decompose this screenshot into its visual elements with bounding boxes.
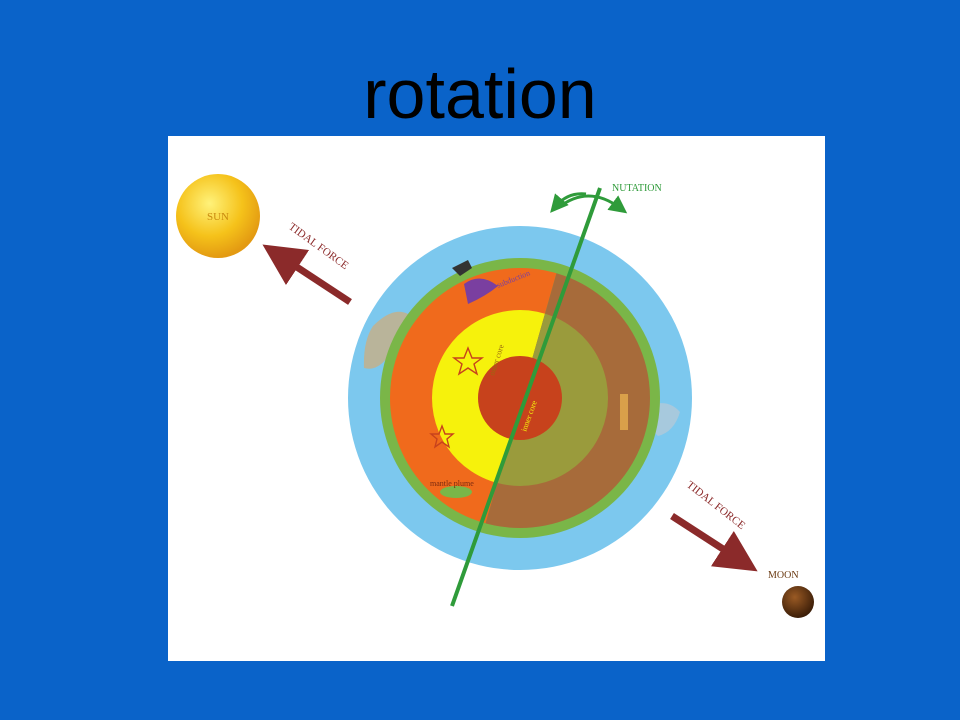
sun-label: SUN: [207, 211, 229, 223]
moon: MOON: [768, 570, 814, 618]
diagram-canvas: SUN TIDAL FORCE: [176, 174, 814, 618]
continent-left: [363, 311, 408, 369]
rotation-axis: [450, 187, 602, 607]
moon-label: MOON: [768, 570, 799, 581]
hotspot-star-2: [429, 424, 455, 449]
moon-disk: [782, 586, 814, 618]
tidal-force-moon-label: TIDAL FORCE: [684, 479, 747, 532]
volcano-marker: [452, 260, 472, 276]
inner-core: [478, 356, 562, 440]
sun: SUN: [176, 174, 260, 258]
nutation-label: NUTATION: [612, 183, 662, 194]
hotspot-star-1: [451, 346, 485, 376]
mantle-plume-label: mantle plume: [430, 479, 474, 488]
slide-title: rotation: [363, 55, 597, 133]
earth-rotation-diagram: SUN TIDAL FORCE: [168, 136, 825, 661]
sun-disk: [176, 174, 260, 258]
mantle-marker: [620, 394, 628, 430]
tidal-force-moon-arrow: TIDAL FORCE: [670, 479, 758, 572]
subduction-slab: [464, 278, 498, 304]
nutation-arc-left: [550, 192, 587, 213]
tidal-arrow-moon: [670, 513, 758, 572]
earth-cross-section: subduction outer core inner core mantle …: [348, 226, 692, 570]
nutation-indicator: NUTATION: [550, 183, 662, 214]
tidal-force-sun-arrow: TIDAL FORCE: [262, 221, 352, 305]
tidal-arrow-sun: [262, 244, 352, 305]
mantle-plume-blob: [440, 486, 472, 498]
